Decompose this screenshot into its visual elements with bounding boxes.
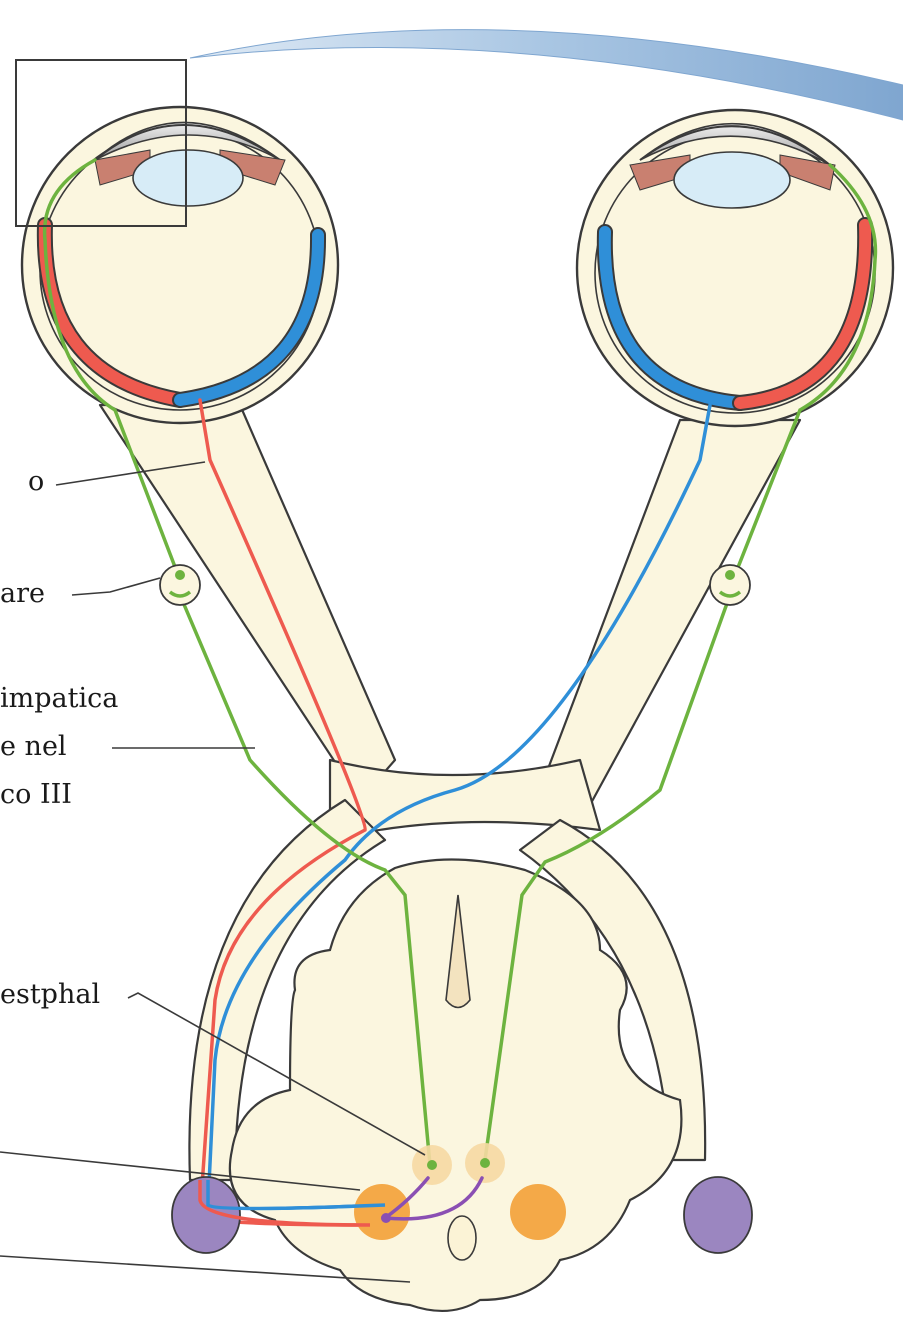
skull-band: [190, 30, 903, 120]
ciliary-ganglion-left: [160, 565, 200, 605]
geniculate-body-right: [684, 1177, 752, 1253]
label-ciliary-ganglion-fragment: are: [0, 577, 45, 611]
label-parasympathetic-line1: impatica: [0, 682, 118, 716]
pretectal-nucleus-left: [354, 1184, 410, 1240]
label-optic-nerve-fragment: o: [28, 465, 44, 499]
pretectal-nucleus-right: [510, 1184, 566, 1240]
ew-cell-left: [427, 1160, 437, 1170]
label-parasympathetic-line2: e nel: [0, 730, 67, 764]
label-edinger-westphal-fragment: estphal: [0, 978, 100, 1012]
interneuron-cell: [381, 1213, 391, 1223]
ciliary-ganglion-right: [710, 565, 750, 605]
left-eye-icon: [22, 107, 338, 423]
ew-cell-right: [480, 1158, 490, 1168]
small-nucleus-oval: [448, 1216, 476, 1260]
right-eye-icon: [577, 110, 893, 426]
label-parasympathetic-line3: co III: [0, 778, 72, 812]
